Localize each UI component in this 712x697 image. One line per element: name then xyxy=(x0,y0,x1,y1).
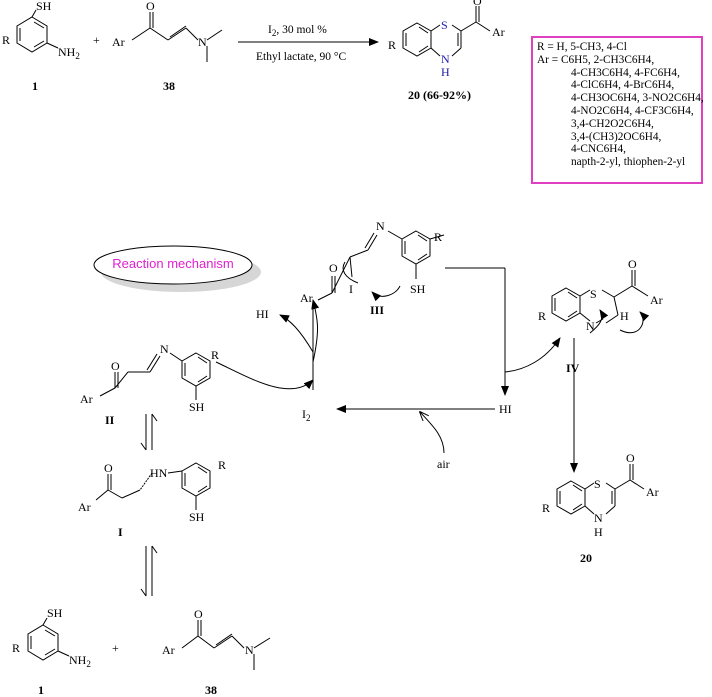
o-label-product: O xyxy=(473,0,482,8)
r-label-20: R xyxy=(542,501,550,515)
mechanism-title-ellipse xyxy=(93,245,253,285)
substituent-ar-line: 3,4-CH2O2C6H4, xyxy=(571,117,654,130)
o-label-I: O xyxy=(104,461,113,475)
ar-label-II: Ar xyxy=(80,392,93,406)
n-label-38-bottom: N xyxy=(245,643,254,657)
substituent-ar-line: Ar = C6H5, 2-CH3C6H4, xyxy=(537,53,655,66)
r-label-bottom: R xyxy=(12,641,20,655)
sh-label-top: SH xyxy=(36,0,52,13)
ar-label-38-bottom: Ar xyxy=(162,643,175,657)
r-label-product: R xyxy=(388,38,396,52)
ar-label-III: Ar xyxy=(300,291,313,305)
label-IV: IV xyxy=(566,361,580,375)
electron-arrow-III xyxy=(371,285,401,302)
plus-bottom: + xyxy=(112,641,119,655)
sh-label-I: SH xyxy=(189,510,205,524)
compound-1-bottom xyxy=(27,617,70,661)
r-label-I: R xyxy=(218,458,226,472)
label-I: I xyxy=(118,525,123,539)
n-label-IV: N xyxy=(586,319,595,333)
label-38-bottom: 38 xyxy=(205,683,217,697)
plus-top: + xyxy=(93,33,100,47)
label-II: II xyxy=(105,413,115,427)
nh2-label-bottom: NH2 xyxy=(69,653,91,669)
s-label-product: S xyxy=(441,18,448,32)
reagent-line-2: Ethyl lactate, 90 °C xyxy=(256,51,347,63)
substituent-box: R = H, 5-CH3, 4-Cl Ar = C6H5, 2-CH3C6H4,… xyxy=(531,36,704,184)
o-label-38-bottom: O xyxy=(194,607,203,621)
i-label-III: I xyxy=(349,282,353,296)
mechanism-title: Reaction mechanism xyxy=(112,256,234,271)
i2-label: I2 xyxy=(302,407,311,423)
n-label-product: N xyxy=(441,52,450,66)
equilibrium-II-I xyxy=(140,413,158,451)
sh-label-bottom: SH xyxy=(47,606,63,620)
hn-label-I: HN xyxy=(150,466,168,480)
electron-arrow-IV-1 xyxy=(589,309,609,334)
label-20: 20 xyxy=(580,551,592,565)
substituent-ar-line: napth-2-yl, thiophen-2-yl xyxy=(571,156,686,169)
label-product-yield: 20 (66-92%) xyxy=(408,88,471,102)
h-label-product: H xyxy=(441,65,450,79)
intermediate-I xyxy=(95,462,211,510)
substituent-ar-line: 4-ClC6H4, 4-BrC6H4, xyxy=(571,79,675,92)
hi-right: HI xyxy=(499,402,512,416)
r-label-IV: R xyxy=(538,309,546,323)
label-1-bottom: 1 xyxy=(38,683,44,697)
n-label-38-top: N xyxy=(198,35,207,49)
electron-arrow-IV-2 xyxy=(619,311,650,334)
label-38-top: 38 xyxy=(163,79,175,93)
o-label-III: O xyxy=(329,261,338,275)
product-20-bottom xyxy=(556,464,645,515)
hi-left: HI xyxy=(256,307,269,321)
ar-label-IV: Ar xyxy=(650,293,663,307)
r-label-II: R xyxy=(211,348,219,362)
arrow-to-HI xyxy=(279,314,314,353)
compound-38-bottom xyxy=(181,620,271,670)
s-label-20: S xyxy=(594,477,601,491)
arrow-air xyxy=(420,412,445,454)
substituent-ar-line: 4-CH3C6H4, 4-FC6H4, xyxy=(571,66,680,79)
label-1-top: 1 xyxy=(32,79,38,93)
sh-label-II: SH xyxy=(189,400,205,414)
h-label-20: H xyxy=(594,525,603,539)
ar-label-38-top: Ar xyxy=(112,35,125,49)
n-label-II: N xyxy=(160,342,169,356)
label-III: III xyxy=(370,303,384,317)
ar-label-20: Ar xyxy=(646,485,659,499)
product-20-top xyxy=(402,6,491,57)
s-label-IV: S xyxy=(590,287,597,301)
intermediate-III xyxy=(317,230,445,301)
o-label-38-top: O xyxy=(146,0,155,13)
o-label-IV: O xyxy=(628,257,637,271)
h-label-IV: H xyxy=(620,309,629,323)
o-label-II: O xyxy=(111,359,120,373)
compound-1-top xyxy=(16,9,59,53)
air-label: air xyxy=(437,457,450,471)
substituent-ar-line: 4-CH3OC6H4, 3-NO2C6H4, xyxy=(571,92,704,105)
sh-label-III: SH xyxy=(410,282,426,296)
substituent-ar-line: 4-NO2C6H4, 4-CF3C6H4, xyxy=(571,104,694,117)
n-label-III: N xyxy=(376,219,385,233)
reagent-line-1: I2, 30 mol % xyxy=(268,24,327,38)
r-label-top: R xyxy=(2,33,10,47)
r-label-III: R xyxy=(434,230,442,244)
intermediate-II xyxy=(99,352,211,400)
substituent-ar-line: 3,4-(CH3)2OC6H4, xyxy=(571,130,662,143)
ar-label-product: Ar xyxy=(492,25,505,39)
equilibrium-I-start xyxy=(140,545,158,597)
substituent-r-line: R = H, 5-CH3, 4-Cl xyxy=(537,41,627,53)
o-label-20: O xyxy=(626,451,635,465)
arrow-to-IV xyxy=(504,337,561,373)
ar-label-I: Ar xyxy=(78,500,91,514)
arrow-II-to-III xyxy=(215,361,314,390)
compound-38-top xyxy=(131,12,223,62)
intermediate-IV xyxy=(551,270,649,324)
nh2-label-top: NH2 xyxy=(58,45,80,61)
n-label-20: N xyxy=(594,511,603,525)
substituent-ar-line: 4-CNC6H4, xyxy=(571,143,626,156)
